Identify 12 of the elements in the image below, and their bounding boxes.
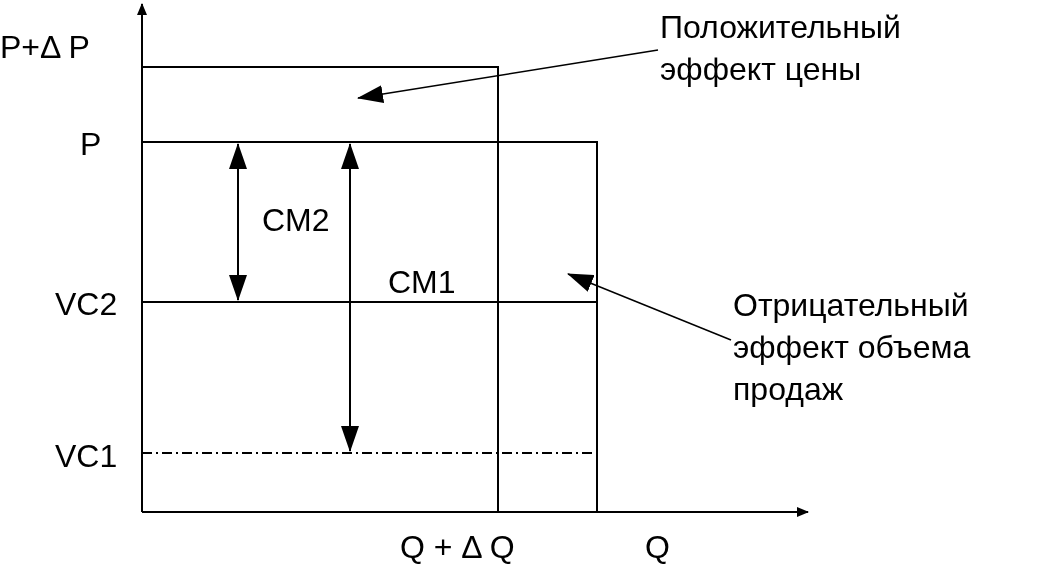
annotation-text: Отрицательный эффект объема продаж — [733, 284, 1049, 410]
annotation-text: Положительный эффект цены — [660, 6, 1010, 90]
leader-arrow — [567, 273, 732, 341]
axis-label: P — [80, 125, 102, 163]
dimension-label: CM1 — [388, 263, 456, 301]
axis-label: Q + Δ Q — [400, 528, 515, 564]
leader-arrow — [357, 49, 659, 103]
axis-label: Q — [645, 528, 670, 564]
axis-label: P+Δ P — [0, 28, 90, 66]
dimension-label: CM2 — [262, 201, 330, 239]
axis-label: VC2 — [55, 285, 118, 323]
axis-label: VC1 — [55, 437, 118, 475]
